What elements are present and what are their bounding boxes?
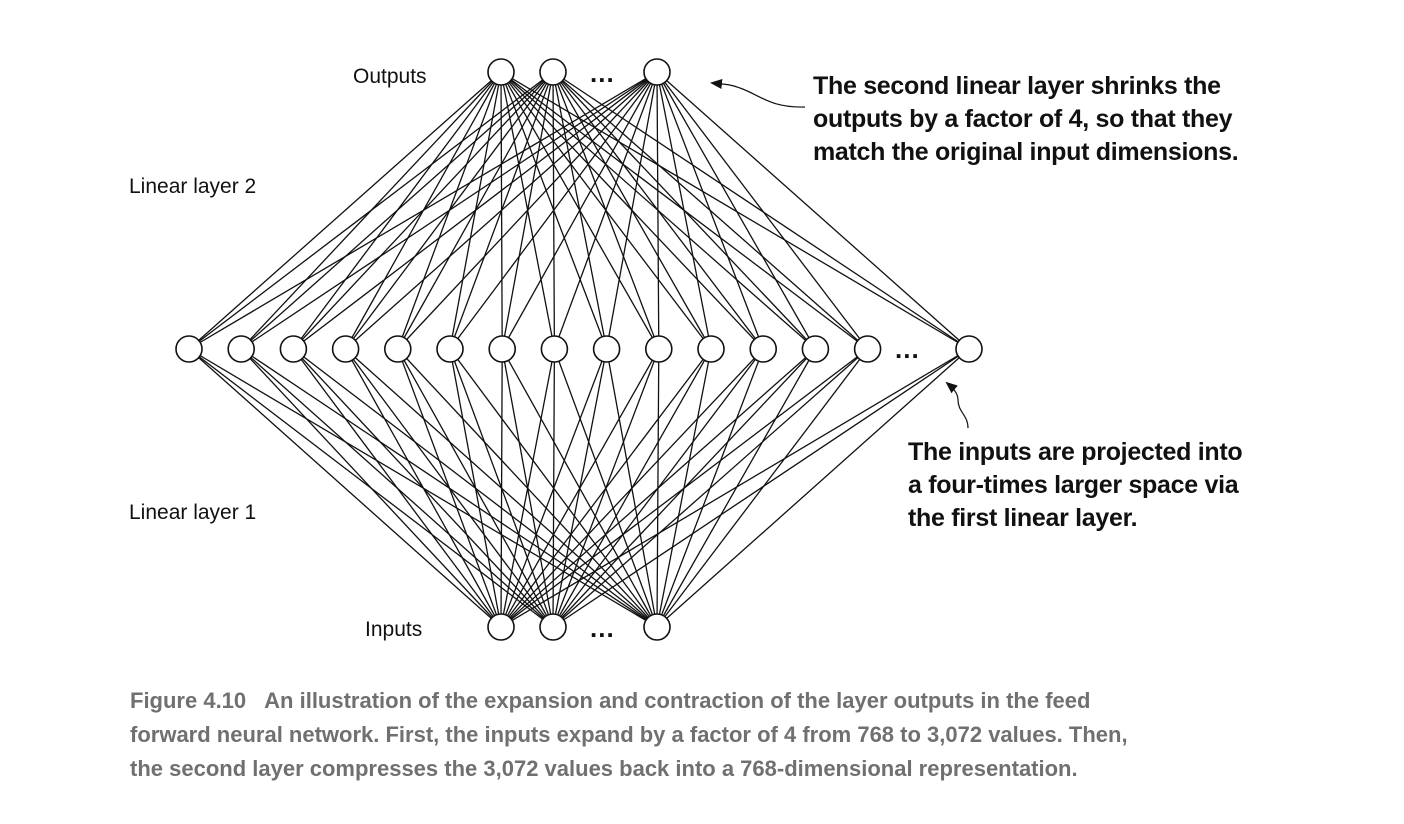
layer-2-connection [240, 71, 658, 350]
hidden-node [383, 335, 412, 363]
bottom-callout-line: the first linear layer. [908, 504, 1138, 532]
top-callout-line: match the original input dimensions. [813, 138, 1239, 166]
layer-2-connection [293, 71, 658, 350]
layer-1-connection [656, 348, 816, 628]
network-diagram: Outputs Inputs Linear layer 2 Linear lay… [129, 58, 983, 643]
layer-2-connection [188, 71, 502, 350]
figure-caption: Figure 4.10 An illustration of the expans… [130, 684, 1330, 786]
hidden-node [488, 335, 517, 363]
output-node [539, 58, 567, 86]
bottom-callout-line: The inputs are projected into [908, 438, 1243, 466]
output-node [487, 58, 515, 86]
caption-text: An illustration of the expansion and con… [264, 688, 1091, 713]
bottom-callout-arrow [945, 381, 969, 429]
layer-1-connection [345, 348, 658, 628]
hidden-node [227, 335, 255, 363]
layer-1-connection [188, 348, 554, 628]
layer-2-connection [188, 71, 658, 350]
top-callout: The second linear layer shrinks the outp… [813, 70, 1239, 169]
layer-1-connection [240, 348, 554, 628]
hidden-node [540, 335, 569, 363]
layer-1-connection [240, 348, 658, 628]
layer-1-connection [188, 348, 502, 628]
bottom-callout: The inputs are projected into a four-tim… [908, 436, 1243, 535]
hidden-ellipsis: ... [895, 334, 920, 364]
caption-line: forward neural network. First, the input… [130, 722, 1128, 747]
layer-2-connection [553, 71, 658, 350]
bottom-callout-line: a four-times larger space via [908, 471, 1239, 499]
top-callout-line: outputs by a factor of 4, so that they [813, 105, 1233, 133]
layer-2-connection [345, 71, 658, 350]
linear-layer-2-label: Linear layer 2 [129, 175, 256, 198]
layer-2-connection [449, 71, 658, 350]
hidden-node [331, 335, 360, 363]
layer-1-connection [656, 348, 764, 628]
layer-1-connection [293, 348, 658, 628]
hidden-node [279, 335, 308, 363]
input-node [643, 613, 671, 641]
layer-1-connection [656, 348, 970, 628]
top-callout-arrow [710, 79, 806, 108]
hidden-node [175, 335, 203, 363]
layer-1-connection [552, 348, 970, 628]
layer-1-connection [656, 348, 869, 628]
layer-2-connection [656, 71, 970, 350]
hidden-node [436, 335, 464, 363]
layer-1-connection [449, 348, 658, 628]
layer-2-connection [605, 71, 658, 350]
layer-2-connection [397, 71, 658, 350]
neuron-nodes [175, 58, 983, 641]
output-node [643, 58, 671, 86]
hidden-node [592, 335, 621, 363]
layer-1-connection [397, 348, 658, 628]
layer-1-connection [553, 348, 658, 628]
layer-2-connection [656, 71, 869, 350]
layer-1-connection [500, 348, 970, 628]
outputs-label: Outputs [353, 65, 427, 88]
layer-2-connection [656, 71, 764, 350]
hidden-node [644, 335, 673, 363]
input-node [539, 613, 567, 641]
layer-2-connection [656, 71, 660, 350]
hidden-node [955, 335, 983, 363]
layer-2-connection [656, 71, 816, 350]
layer-2-connection [240, 71, 554, 350]
hidden-node [801, 335, 830, 363]
hidden-node [853, 335, 882, 363]
outputs-ellipsis: ... [590, 58, 615, 88]
layer-2-connection [656, 71, 712, 350]
hidden-node [697, 335, 725, 363]
layer-2-connection [501, 71, 658, 350]
caption-line: Figure 4.10 An illustration of the expans… [130, 684, 1330, 718]
layer-2-connection [188, 71, 554, 350]
hidden-node [749, 335, 778, 363]
connection-lines [188, 71, 970, 628]
figure-number: Figure 4.10 [130, 688, 247, 713]
inputs-label: Inputs [365, 618, 422, 641]
layer-1-connection [656, 348, 660, 628]
inputs-ellipsis: ... [590, 613, 615, 643]
caption-line: the second layer compresses the 3,072 va… [130, 756, 1078, 781]
linear-layer-1-label: Linear layer 1 [129, 501, 256, 524]
input-node [487, 613, 515, 641]
top-callout-line: The second linear layer shrinks the [813, 72, 1221, 100]
layer-1-connection [501, 348, 658, 628]
layer-1-connection [605, 348, 658, 628]
layer-1-connection [656, 348, 712, 628]
layer-1-connection [188, 348, 658, 628]
